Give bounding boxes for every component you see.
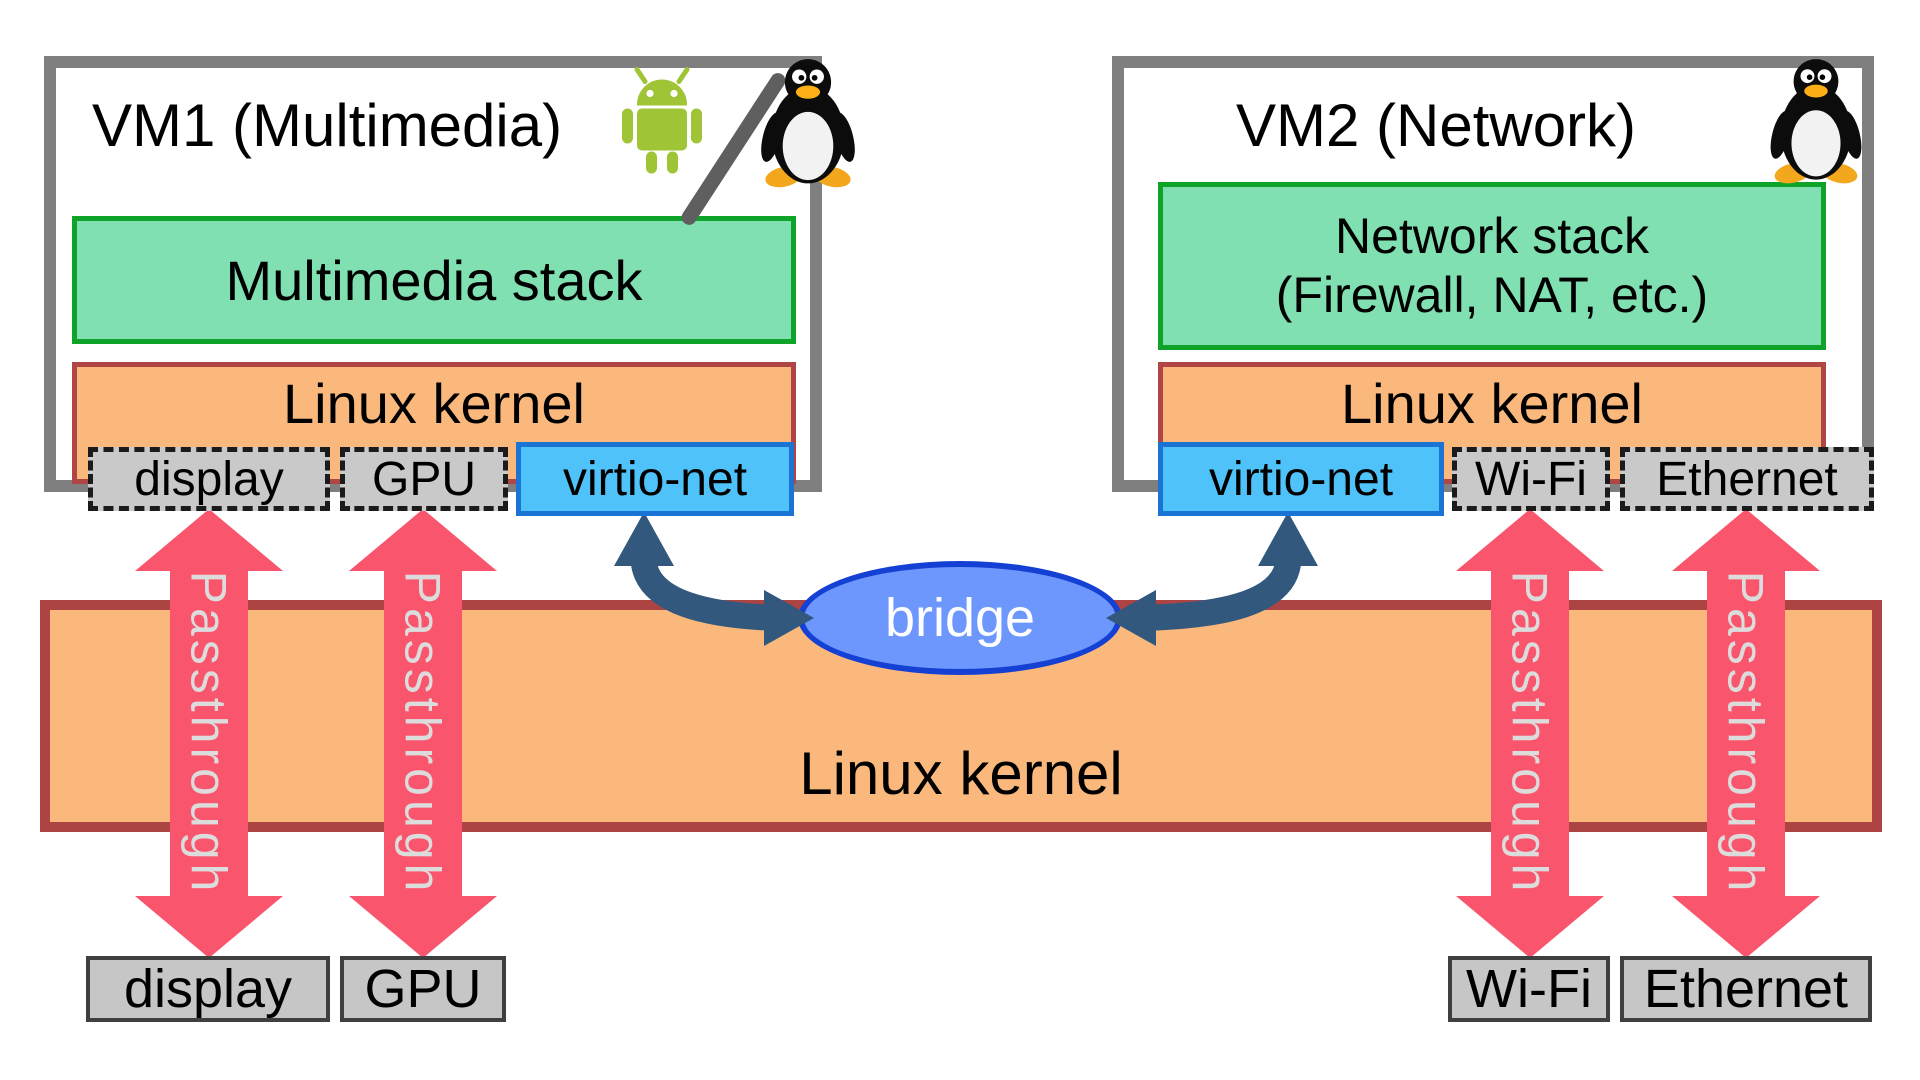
vm2-network-stack-box: Network stack (Firewall, NAT, etc.) <box>1158 182 1826 350</box>
vm2-title: VM2 (Network) <box>1235 92 1637 159</box>
tux-icon-vm1 <box>752 58 864 190</box>
hw-wifi-label: Wi-Fi <box>1466 959 1592 1019</box>
hw-gpu-box: GPU <box>340 956 506 1022</box>
vm2-ethernet-device-box: Ethernet <box>1620 447 1874 511</box>
vm1-virtio-net-label: virtio-net <box>562 452 748 506</box>
vm2-wifi-label: Wi-Fi <box>1475 452 1587 506</box>
hw-ethernet-box: Ethernet <box>1620 956 1872 1022</box>
bridge-label: bridge <box>884 588 1036 648</box>
vm1-stack-label: Multimedia stack <box>225 248 643 312</box>
vm2-kernel-label: Linux kernel <box>1341 372 1643 435</box>
host-kernel-label: Linux kernel <box>799 740 1123 807</box>
vm1-multimedia-stack-box: Multimedia stack <box>72 216 796 344</box>
hw-wifi-box: Wi-Fi <box>1448 956 1610 1022</box>
vm2-virtio-net-label: virtio-net <box>1208 452 1394 506</box>
vm2-virtio-net-box: virtio-net <box>1158 442 1444 516</box>
vm2-stack-label: Network stack (Firewall, NAT, etc.) <box>1276 207 1708 325</box>
hw-gpu-label: GPU <box>364 959 482 1019</box>
hw-ethernet-label: Ethernet <box>1643 959 1849 1019</box>
vm1-virtio-net-box: virtio-net <box>516 442 794 516</box>
vm2-stack-line2: (Firewall, NAT, etc.) <box>1275 267 1709 323</box>
tux-icon-vm2 <box>1762 58 1870 186</box>
android-icon <box>612 62 712 177</box>
vm1-kernel-label: Linux kernel <box>283 372 585 435</box>
vm2-stack-line1: Network stack <box>1335 208 1649 264</box>
hw-display-box: display <box>86 956 330 1022</box>
bridge-ellipse: bridge <box>798 561 1122 675</box>
hw-display-label: display <box>123 959 293 1019</box>
vm2-ethernet-label: Ethernet <box>1656 452 1838 506</box>
vm1-gpu-device-box: GPU <box>340 447 508 511</box>
vm1-title: VM1 (Multimedia) <box>92 92 563 159</box>
vm1-display-label: display <box>134 452 284 506</box>
vm1-display-device-box: display <box>88 447 330 511</box>
vm2-wifi-device-box: Wi-Fi <box>1452 447 1610 511</box>
vm1-gpu-label: GPU <box>371 452 476 506</box>
